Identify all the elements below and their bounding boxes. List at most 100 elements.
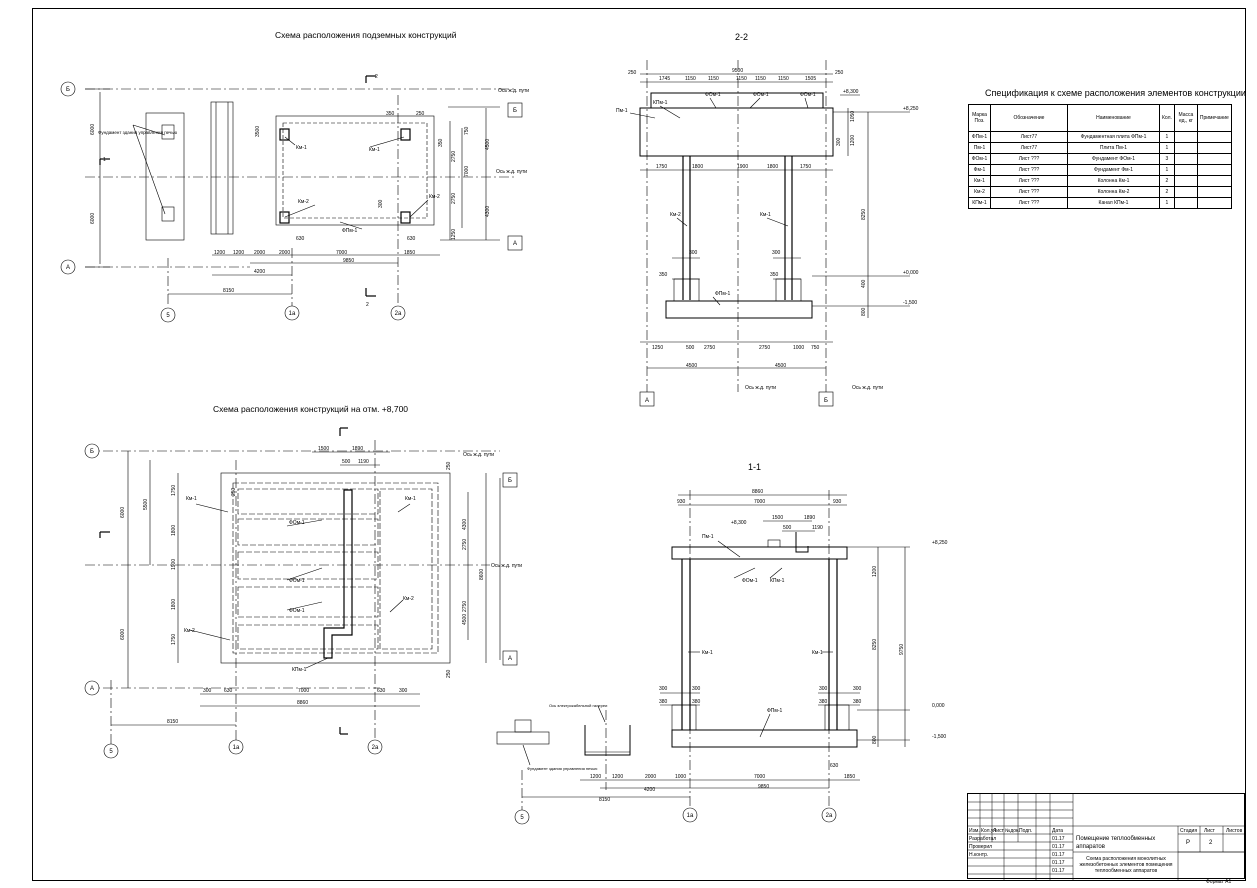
dim-text: 2750 xyxy=(451,193,457,204)
dim-text: 2000 xyxy=(645,774,656,780)
title-section-2-2: 2-2 xyxy=(735,32,749,42)
dim-text: 350 xyxy=(770,272,779,278)
spec-table: Марка Поз. Обозначение Наименование Кол.… xyxy=(968,104,1232,209)
label-fom1: ФОм-1 xyxy=(705,92,721,98)
dim-text: 300 xyxy=(399,688,408,694)
dim-text: 2750 xyxy=(451,151,457,162)
axis-marker-5 xyxy=(103,743,119,759)
dim-text: 630 xyxy=(377,688,386,694)
axis-label-a: А xyxy=(645,398,649,404)
level-mark: +8,300 xyxy=(731,520,747,526)
dim-text: 4500 xyxy=(462,614,468,625)
level-mark: +8,300 xyxy=(843,89,859,95)
stamp-date: 01.17 xyxy=(1052,868,1065,874)
level-mark: -1,500 xyxy=(932,734,946,740)
axis-note: Ось ж.д. пути xyxy=(496,169,527,175)
dim-text: 1750 xyxy=(171,634,177,645)
dim-text: 2750 xyxy=(704,345,715,351)
axis-marker-a-right xyxy=(502,650,518,666)
stamp-col: Дата xyxy=(1052,828,1064,834)
dim-text: 5500 xyxy=(143,499,149,510)
label-pm1: Пм-1 xyxy=(616,108,628,114)
spec-cell: Канал КПм-1 xyxy=(1067,197,1160,209)
dim-text: 1500 xyxy=(318,446,329,452)
label-control-foundation: Фундамент здания управления печью xyxy=(527,766,597,771)
label-km1: Км-1 xyxy=(702,650,713,656)
dim-text: 300 xyxy=(819,686,828,692)
section-1-1 xyxy=(496,490,910,810)
dim-text: 750 xyxy=(464,126,470,135)
axis-marker-b xyxy=(84,443,100,459)
underground-plan xyxy=(85,75,515,307)
stamp-col: Изм. xyxy=(969,828,980,834)
dim-text: 380 xyxy=(659,699,668,705)
sheet-format: Формат А1 xyxy=(1206,879,1232,885)
dim-text: 1800 xyxy=(767,164,778,170)
dim-text: 1750 xyxy=(171,485,177,496)
dim-text: 2750 xyxy=(462,601,468,612)
dim-text: 8150 xyxy=(167,719,178,725)
label-km2: Км-2 xyxy=(184,628,195,634)
label-fpm1: ФПм-1 xyxy=(342,228,357,234)
label-km1: Км-1 xyxy=(812,650,823,656)
dim-text: 1800 xyxy=(692,164,703,170)
dim-text: 750 xyxy=(811,345,820,351)
level-plan xyxy=(85,427,501,745)
stamp-col: Лист xyxy=(993,828,1004,834)
dim-text: 4500 xyxy=(686,363,697,369)
dim-text: 1150 xyxy=(685,76,696,82)
stamp-stage-label: Стадия xyxy=(1180,828,1198,834)
axis-marker-a xyxy=(639,391,655,407)
dim-text: 350 xyxy=(386,111,395,117)
dim-text: 350 xyxy=(438,138,444,147)
stamp-date: 01.17 xyxy=(1052,844,1065,850)
dim-text: 1200 xyxy=(214,250,225,256)
dim-text: 8250 xyxy=(872,639,878,650)
underground-plan-text: Б А 5 1а 2а Б А Ось ж.д. пути Ось ж.д. п… xyxy=(66,74,529,319)
dim-text: 8860 xyxy=(752,489,763,495)
label-kpm1: КПм-1 xyxy=(770,578,785,584)
dim-text: 9750 xyxy=(899,644,905,655)
dim-text: 300 xyxy=(689,250,698,256)
dim-text: 8150 xyxy=(223,288,234,294)
axis-marker-1a xyxy=(284,305,300,321)
dim-text: 250 xyxy=(628,70,637,76)
stamp-sheet-description: Схема расположения монолитных железобето… xyxy=(1079,856,1173,874)
dim-text: 800 xyxy=(861,307,867,316)
dim-text: 6000 xyxy=(120,507,126,518)
dim-text: 1150 xyxy=(708,76,719,82)
label-km2: Км-2 xyxy=(429,194,440,200)
dim-text: 8250 xyxy=(861,209,867,220)
dim-text: 1750 xyxy=(800,164,811,170)
axis-note: Ось ж.д. пути xyxy=(745,385,776,391)
stamp-sheets-label: Листов xyxy=(1226,828,1243,834)
dim-text: 1200 xyxy=(590,774,601,780)
sheet-frame xyxy=(32,8,1246,881)
dim-text: 1150 xyxy=(736,76,747,82)
dim-text: 6000 xyxy=(90,124,96,135)
dim-text: 300 xyxy=(378,199,384,208)
axis-label-a: А xyxy=(90,686,94,692)
dim-text: 1850 xyxy=(844,774,855,780)
stamp-sheet-label: Лист xyxy=(1204,828,1215,834)
label-fom1: ФОм-1 xyxy=(289,520,305,526)
dim-text: 3500 xyxy=(255,126,261,137)
section-1-1-text: 5 1а 2а 8860 930 7000 930 1500 1890 500 … xyxy=(520,489,947,821)
section-2-2 xyxy=(629,60,910,392)
dim-text: 250 xyxy=(231,487,237,496)
stamp-date: 01.17 xyxy=(1052,852,1065,858)
underground-plan-markers xyxy=(60,81,523,323)
stamp-role: Проверил xyxy=(969,844,993,850)
axis-note: Ось ж.д. пути xyxy=(498,88,529,94)
dim-text: 630 xyxy=(830,763,839,769)
dim-text: 350 xyxy=(659,272,668,278)
label-km1: Км-1 xyxy=(760,212,771,218)
dim-text: 250 xyxy=(446,669,452,678)
label-pm1: Пм-1 xyxy=(702,534,714,540)
stamp-role: Разработал xyxy=(969,836,997,842)
dim-text: 1000 xyxy=(675,774,686,780)
cut-mark-2: 2 xyxy=(375,74,378,80)
